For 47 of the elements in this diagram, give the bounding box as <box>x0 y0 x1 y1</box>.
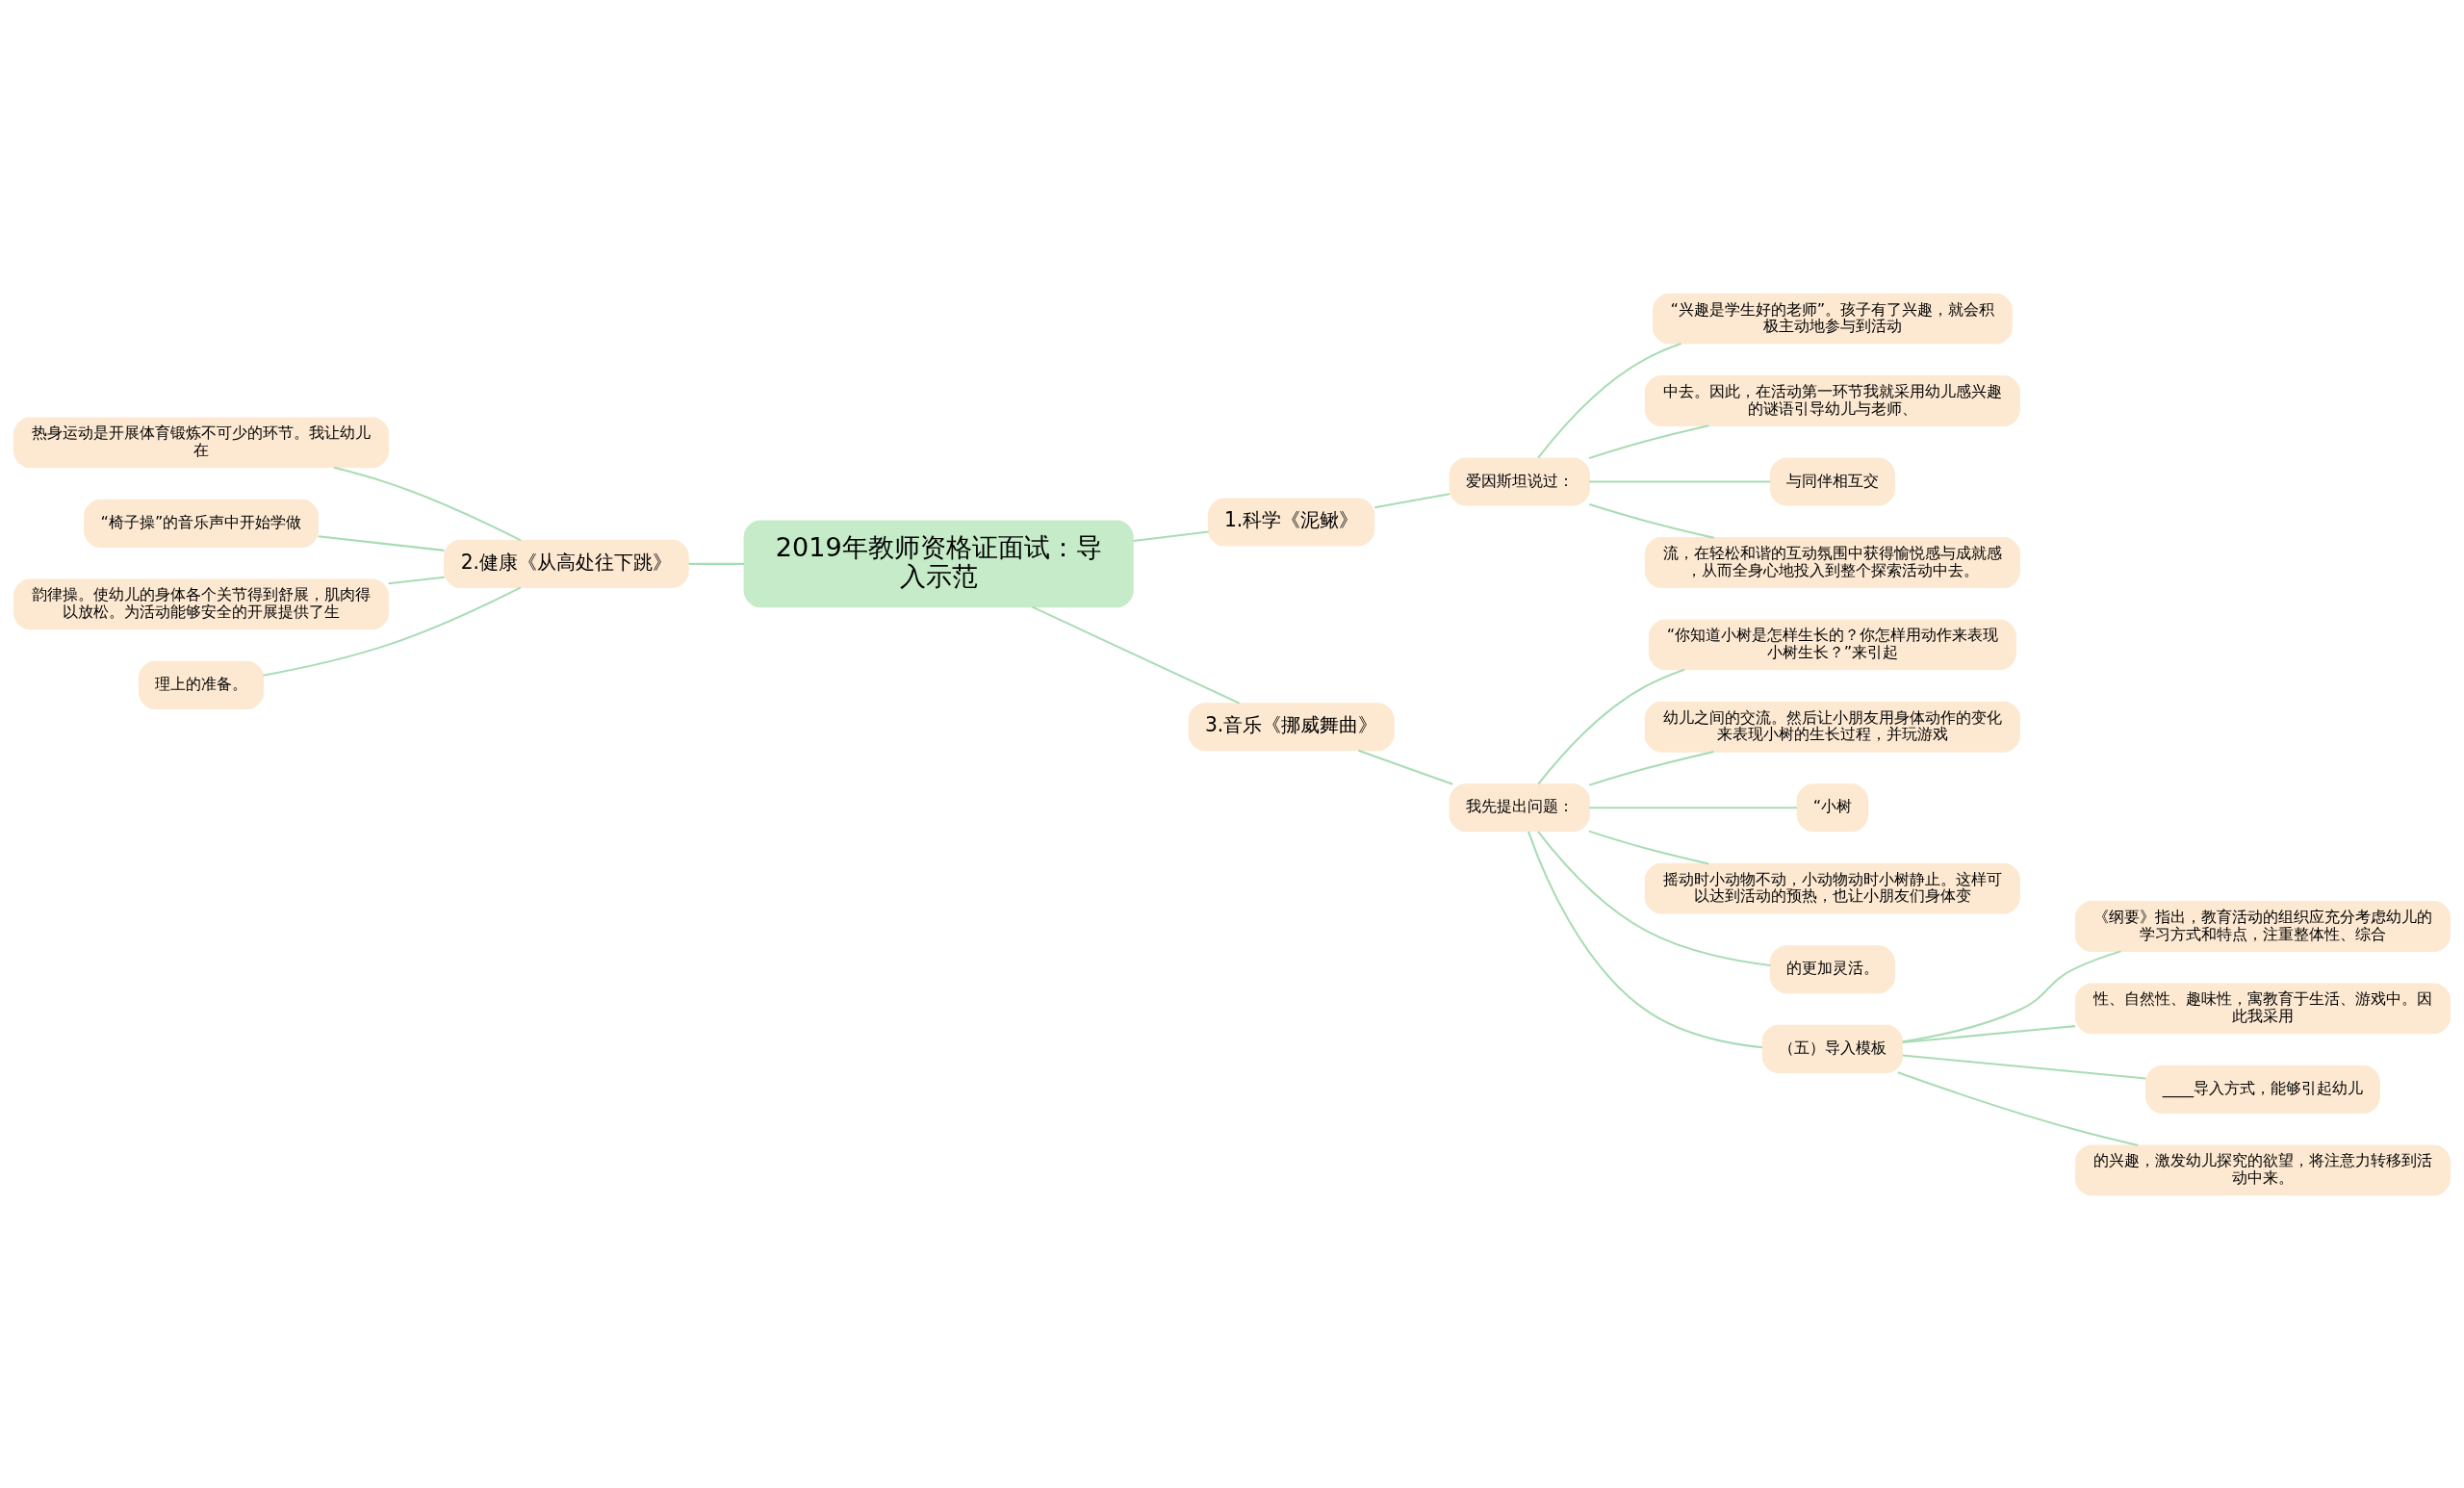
connector <box>1897 1070 2139 1146</box>
node-box: 我先提出问题： <box>1449 782 1590 832</box>
node-box: 流，在轻松和谐的互动氛围中获得愉悦感与成就感，从而全身心地投入到整个探索活动中去。 <box>1644 536 2020 588</box>
connector <box>318 534 445 552</box>
node-box: （五）导入模板 <box>1761 1024 1904 1073</box>
node-box: 的兴趣，激发幼儿探究的欲望，将注意力转移到活动中来。 <box>2074 1143 2451 1195</box>
connector <box>263 585 522 677</box>
connector <box>1588 423 1709 459</box>
node-box: 2.健康《从高处往下跳》 <box>444 539 689 588</box>
connector <box>1527 831 1763 1048</box>
node-box: ____导入方式，能够引起幼儿 <box>2145 1065 2380 1114</box>
connector <box>1902 1024 2076 1043</box>
node-box: “小树 <box>1796 782 1869 832</box>
node-box: 的更加灵活。 <box>1769 944 1895 993</box>
connector <box>1589 806 1797 808</box>
node-box: 性、自然性、趣味性，寓教育于生活、游戏中。因此我采用 <box>2074 982 2451 1034</box>
node-box: 中去。因此，在活动第一环节我就采用幼儿感兴趣的谜语引导幼儿与老师、 <box>1644 374 2020 426</box>
node-box: 理上的准备。 <box>139 660 265 709</box>
node-box: 3.音乐《挪威舞曲》 <box>1188 702 1395 751</box>
connector <box>1537 668 1685 784</box>
node-box: 2019年教师资格证面试：导入示范 <box>743 519 1134 607</box>
node-box: 幼儿之间的交流。然后让小朋友用身体动作的变化来表现小树的生长过程，并玩游戏 <box>1644 701 2020 753</box>
connector <box>1537 342 1681 458</box>
node-box: “椅子操”的音乐声中开始学做 <box>84 499 319 548</box>
node-box: 爱因斯坦说过： <box>1449 456 1590 506</box>
node-box: 摇动时小动物不动，小动物动时小树静止。这样可以达到活动的预热，也让小朋友们身体变 <box>1644 862 2020 914</box>
connector <box>1588 830 1709 864</box>
connector <box>333 466 522 541</box>
connector <box>1589 750 1714 786</box>
node-box: 与同伴相互交 <box>1769 456 1895 506</box>
connector <box>1537 830 1771 966</box>
connector <box>1374 492 1450 508</box>
node-box: 《纲要》指出，教育活动的组织应充分考虑幼儿的学习方式和特点，注重整体性、综合 <box>2074 900 2451 952</box>
node-box: “兴趣是学生好的老师”。孩子有了兴趣，就会积极主动地参与到活动 <box>1652 293 2013 345</box>
connector <box>1902 949 2121 1042</box>
node-box: “你知道小树是怎样生长的？你怎样用动作来表现小树生长？”来引起 <box>1648 618 2016 670</box>
connector <box>1589 502 1714 539</box>
node-box: 韵律操。使幼儿的身体各个关节得到舒展，肌肉得以放松。为活动能够安全的开展提供了生 <box>13 577 390 629</box>
connector <box>1032 605 1241 705</box>
connector <box>1358 749 1453 785</box>
connector <box>688 562 745 565</box>
connector <box>1133 530 1209 542</box>
node-box: 热身运动是开展体育锻炼不可少的环节。我让幼儿在 <box>13 416 390 468</box>
connector <box>1902 1054 2146 1079</box>
connector <box>1589 480 1771 483</box>
node-box: 1.科学《泥鳅》 <box>1207 497 1375 547</box>
connector <box>388 576 445 584</box>
